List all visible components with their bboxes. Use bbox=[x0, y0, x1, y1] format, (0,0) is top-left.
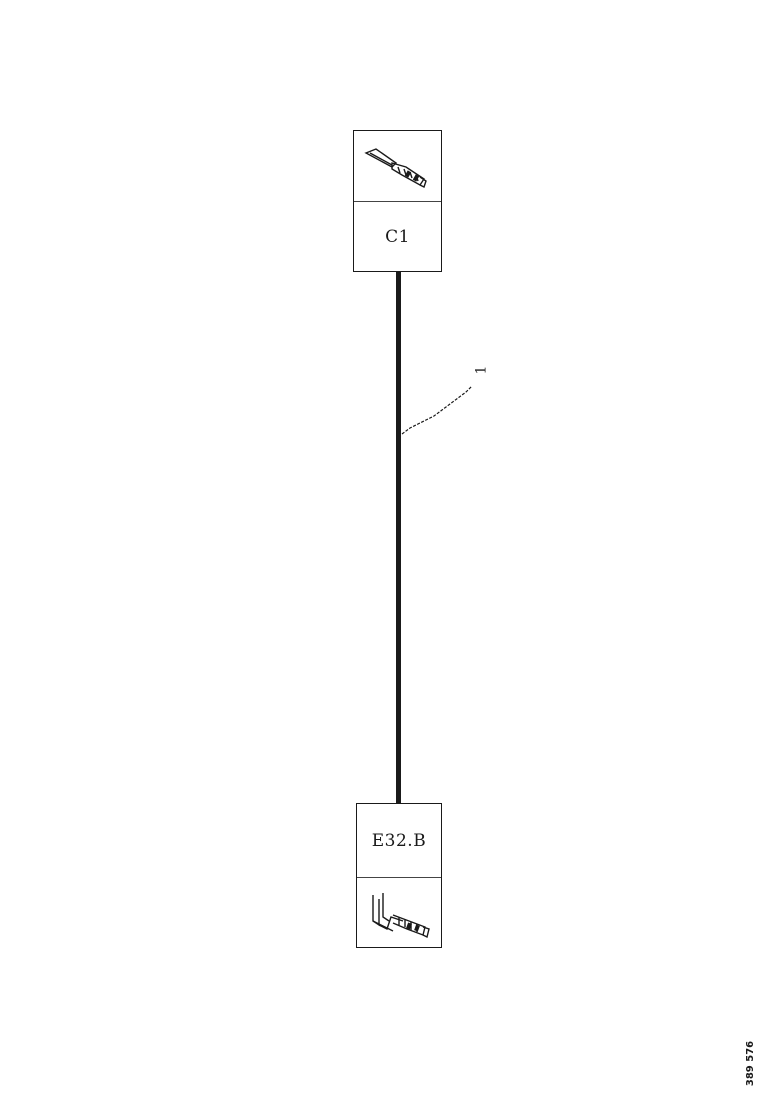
connector-e32b: E32.B bbox=[356, 803, 442, 948]
connector-e32b-label-cell: E32.B bbox=[357, 804, 441, 877]
pin-terminal-icon bbox=[363, 148, 427, 188]
connector-e32b-label: E32.B bbox=[371, 830, 427, 851]
connector-c1-icon-cell bbox=[354, 131, 441, 201]
connector-e32b-icon-cell bbox=[357, 877, 441, 947]
wire bbox=[396, 272, 401, 804]
connector-c1-label-cell: C1 bbox=[354, 201, 441, 271]
reference-number: 389 576 bbox=[745, 1040, 757, 1087]
socket-terminal-icon bbox=[372, 892, 430, 938]
wire-number-label: 1 bbox=[473, 365, 490, 375]
connector-c1-label: C1 bbox=[385, 226, 410, 247]
connector-c1: C1 bbox=[353, 130, 442, 272]
